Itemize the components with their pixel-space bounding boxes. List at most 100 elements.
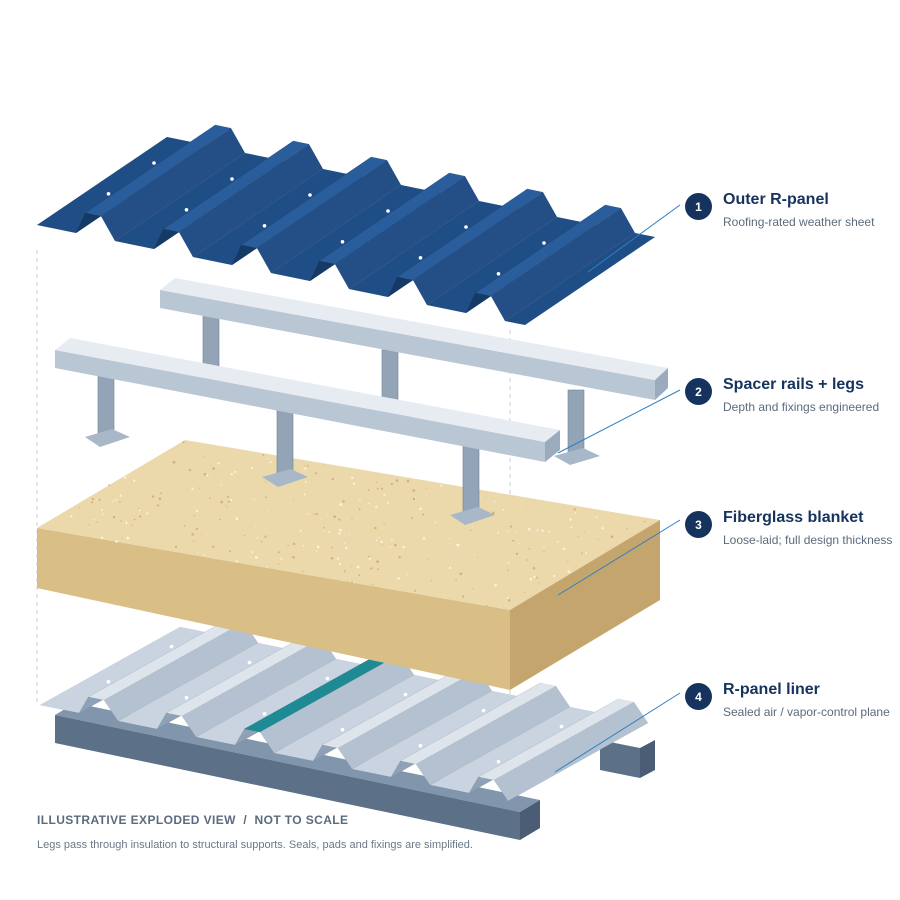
insulation-speckle <box>302 570 304 573</box>
insulation-speckle <box>250 467 253 469</box>
insulation-speckle <box>368 555 370 558</box>
insulation-speckle <box>574 512 577 514</box>
fastener-dot <box>169 644 174 649</box>
callout-subtitle: Roofing-rated weather sheet <box>723 215 875 229</box>
insulation-speckle <box>353 581 355 584</box>
insulation-speckle <box>303 467 307 470</box>
insulation-speckle <box>198 487 200 489</box>
insulation-speckle <box>350 565 352 567</box>
insulation-speckle <box>426 558 428 560</box>
insulation-speckle <box>449 538 451 540</box>
insulation-speckle <box>251 551 254 554</box>
insulation-speckle <box>394 543 397 547</box>
insulation-speckle <box>115 540 118 543</box>
insulation-speckle <box>543 550 545 552</box>
insulation-speckle <box>459 572 463 576</box>
insulation-speckle <box>412 489 416 492</box>
insulation-speckle <box>126 536 130 540</box>
insulation-speckle <box>120 520 122 522</box>
insulation-speckle <box>235 517 239 521</box>
insulation-speckle <box>351 518 353 520</box>
insulation-speckle <box>316 545 320 549</box>
insulation-speckle <box>314 472 317 475</box>
insulation-speckle <box>383 523 385 525</box>
outer-r-panel <box>36 124 656 326</box>
insulation-speckle <box>469 529 472 532</box>
insulation-speckle <box>377 568 380 571</box>
insulation-speckle <box>375 505 378 509</box>
insulation-speckle <box>569 518 573 521</box>
insulation-speckle <box>515 552 519 556</box>
insulation-speckle <box>376 560 379 563</box>
insulation-speckle <box>188 468 192 472</box>
callout-title: Fiberglass blanket <box>723 509 864 526</box>
liner-rib-side <box>493 701 649 802</box>
insulation-speckle <box>323 463 325 465</box>
insulation-speckle <box>315 512 318 516</box>
insulation-speckle <box>601 527 604 530</box>
insulation-speckle <box>227 500 231 504</box>
insulation-speckle <box>260 540 263 543</box>
insulation-speckle <box>494 501 496 503</box>
insulation-speckle <box>193 540 195 542</box>
insulation-speckle <box>345 546 348 550</box>
callout-subtitle: Sealed air / vapor-control plane <box>723 705 890 719</box>
fastener-dot <box>106 679 111 684</box>
insulation-speckle <box>91 497 95 501</box>
insulation-speckle <box>243 534 246 537</box>
fastener-dot <box>184 695 189 700</box>
pad <box>85 429 495 525</box>
insulation-speckle <box>455 544 458 546</box>
insulation-speckle <box>406 479 410 483</box>
insulation-speckle <box>577 535 580 537</box>
insulation-speckle <box>133 518 136 521</box>
insulation-speckle <box>419 507 422 511</box>
insulation-speckle <box>338 563 342 566</box>
insulation-speckle <box>510 525 513 528</box>
callout-number-badge: 4 <box>685 683 712 710</box>
insulation-speckle <box>182 441 185 444</box>
insulation-speckle <box>292 500 295 502</box>
insulation-speckle <box>172 460 176 464</box>
insulation-speckle <box>256 537 259 539</box>
insulation-speckle <box>169 515 171 518</box>
insulation-speckle <box>100 536 104 539</box>
insulation-speckle <box>568 567 570 569</box>
insulation-speckle <box>267 509 269 511</box>
insulation-speckle <box>230 498 233 502</box>
insulation-speckle <box>398 555 401 559</box>
insulation-speckle <box>70 515 73 518</box>
insulation-speckle <box>455 579 457 582</box>
insulation-speckle <box>217 462 220 465</box>
insulation-speckle <box>500 607 502 609</box>
insulation-speckle <box>323 530 326 532</box>
insulation-speckle <box>235 560 238 563</box>
callout-outer-r-panel: 1 Outer R-panel Roofing-rated weather sh… <box>685 190 874 229</box>
insulation-speckle <box>406 573 408 575</box>
insulation-speckle <box>269 460 272 464</box>
insulation-speckle <box>485 604 488 607</box>
leg <box>97 364 480 514</box>
insulation-speckle <box>548 530 551 533</box>
insulation-speckle <box>383 493 386 497</box>
insulation-speckle <box>262 454 265 457</box>
insulation-speckle <box>304 465 306 467</box>
insulation-speckle <box>479 497 481 499</box>
callout-subtitle: Loose-laid; full design thickness <box>723 533 893 547</box>
panel-flat <box>504 232 656 326</box>
insulation-speckle <box>174 545 178 548</box>
insulation-speckle <box>306 512 309 515</box>
fastener-dot <box>262 224 267 228</box>
insulation-speckle <box>338 518 341 521</box>
insulation-speckle <box>395 479 399 482</box>
fastener-dot <box>542 241 546 245</box>
fastener-dot <box>418 743 423 748</box>
insulation-speckle <box>556 541 559 543</box>
insulation-speckle <box>151 495 155 498</box>
insulation-speckle <box>472 588 474 590</box>
insulation-speckle <box>581 552 583 554</box>
insulation-speckle <box>368 557 372 560</box>
insulation-speckle <box>292 556 295 559</box>
insulation-speckle <box>344 569 346 571</box>
insulation-speckle <box>376 488 379 490</box>
